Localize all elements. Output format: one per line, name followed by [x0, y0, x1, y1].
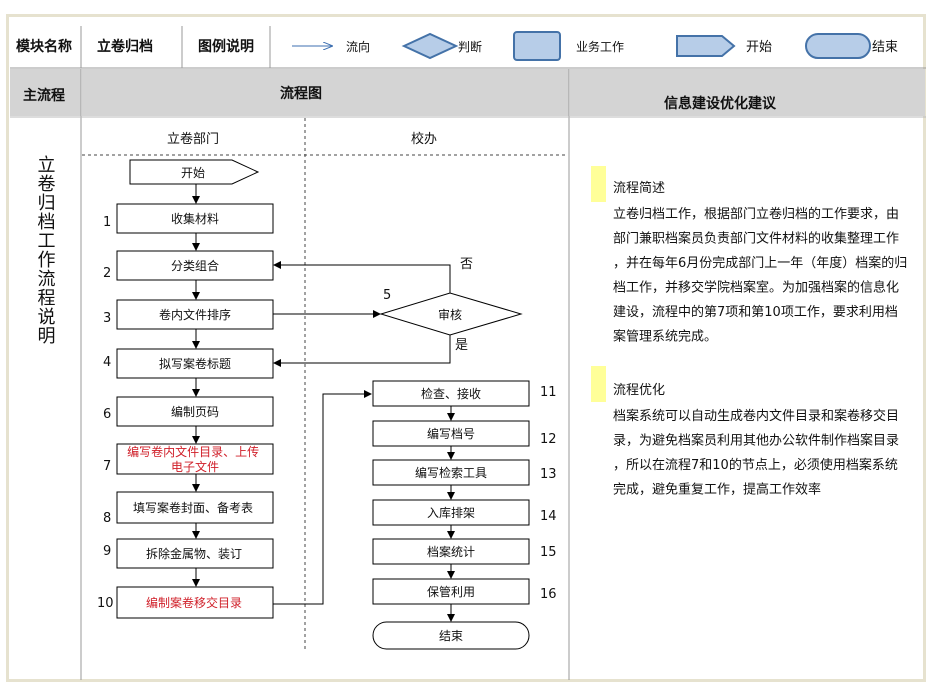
node-step-12	[372, 420, 530, 447]
node-step-9-label: 拆除金属物、装订	[146, 546, 242, 561]
node-step-6-label: 编制页码	[171, 404, 219, 419]
edge-no-label: 否	[460, 257, 473, 272]
legend-flow-text: 流向	[346, 39, 370, 54]
legend-decision-diamond-icon	[401, 32, 459, 60]
step-number-11: 11	[540, 385, 557, 400]
node-step-7	[116, 443, 274, 475]
node-step-16	[372, 578, 530, 605]
node-step-1-label: 收集材料	[171, 211, 219, 226]
node-step-3-label: 卷内文件排序	[159, 307, 231, 322]
column-flowchart: 流程图	[280, 85, 322, 102]
highlight-marker-1	[591, 166, 606, 202]
swimlanes: 立卷部门 校办	[82, 118, 568, 650]
edge-yes-label: 是	[455, 338, 468, 353]
node-step-7-label: 编写卷内文件目录、上传 电子文件	[127, 444, 263, 474]
node-step-2-label: 分类组合	[171, 258, 219, 273]
node-step-14-label: 入库排架	[427, 505, 475, 520]
flow-decision: 审核 5 否 是	[273, 257, 523, 605]
step-number-7: 7	[103, 459, 111, 474]
highlight-marker-2	[591, 366, 606, 402]
lane-right-title: 校办	[411, 131, 437, 147]
node-step-6	[116, 396, 274, 427]
step-number-12: 12	[540, 432, 557, 447]
module-name-label: 模块名称	[16, 38, 72, 55]
node-step-4	[116, 348, 274, 379]
node-step-16-label: 保管利用	[427, 584, 475, 599]
node-end-label: 结束	[439, 629, 463, 643]
flow-right-lane: 检查、接收 11 编写档号 12 编写检索工具 13 入库排架 14 档案统计 …	[372, 380, 557, 650]
advice-section-2-title: 流程优化	[613, 383, 665, 398]
node-step-11	[372, 380, 530, 407]
page-frame	[6, 14, 926, 682]
flow-left-lane: 开始 收集材料 1 分类组合 2 卷内文件排序 3 拟写案卷标题 4 编制页码 …	[97, 159, 274, 619]
node-step-15	[372, 538, 530, 565]
step-number-16: 16	[540, 587, 557, 602]
step-number-9: 9	[103, 544, 111, 559]
node-step-8	[116, 491, 274, 524]
legend-decision-text: 判断	[458, 39, 482, 54]
node-start-label: 开始	[181, 166, 205, 180]
node-start	[129, 159, 260, 185]
advice-section-2-text: 档案系统可以自动生成卷内文件目录和案卷移交目录，为避免档案员利用其他办公软件制作…	[613, 408, 899, 498]
advice-panel: 流程简述 立卷归档工作，根据部门立卷归档的工作要求，由部门兼职档案员负责部门文件…	[591, 166, 907, 498]
legend-end-terminator-icon	[805, 33, 871, 59]
step-number-1: 1	[103, 215, 111, 230]
main-process-title: 立卷归档工作流程说明	[35, 155, 56, 345]
step-number-14: 14	[540, 509, 557, 524]
legend-process-box-icon	[513, 31, 561, 61]
legend-start-text: 开始	[746, 40, 772, 55]
module-name-value: 立卷归档	[97, 38, 153, 55]
node-step-11-label: 检查、接收	[421, 386, 481, 401]
step-number-8: 8	[103, 511, 111, 526]
node-step-9	[116, 538, 274, 569]
step-number-3: 3	[103, 311, 111, 326]
node-step-10-label: 编制案卷移交目录	[146, 595, 242, 610]
node-step-1	[116, 203, 274, 234]
advice-section-1-text: 立卷归档工作，根据部门立卷归档的工作要求，由部门兼职档案员负责部门文件材料的收集…	[613, 206, 907, 345]
node-step-15-label: 档案统计	[427, 544, 475, 559]
node-end	[372, 621, 530, 650]
header-row: 模块名称 立卷归档 图例说明 流向 判断 业务工作 开始 结束	[10, 26, 926, 69]
step-number-6: 6	[103, 407, 111, 422]
legend-end-text: 结束	[872, 40, 898, 55]
step-number-2: 2	[103, 266, 111, 281]
node-decision-label: 审核	[438, 307, 462, 322]
legend-label: 图例说明	[198, 38, 254, 55]
column-advice: 信息建设优化建议	[664, 95, 777, 112]
step-number-5: 5	[383, 288, 391, 303]
legend-start-pentagon-icon	[676, 35, 736, 57]
legend-process-text: 业务工作	[576, 39, 624, 54]
step-number-4: 4	[103, 355, 111, 370]
node-step-13-label: 编写检索工具	[415, 465, 487, 480]
node-step-4-label: 拟写案卷标题	[159, 356, 231, 371]
node-step-8-label: 填写案卷封面、备考表	[133, 500, 253, 515]
node-step-14	[372, 499, 530, 526]
node-step-2	[116, 250, 274, 281]
step-number-15: 15	[540, 545, 557, 560]
node-step-12-label: 编写档号	[427, 426, 475, 441]
node-decision-review	[379, 292, 523, 336]
column-header-row: 主流程 流程图 信息建设优化建议	[10, 69, 926, 680]
column-main-process: 主流程	[23, 87, 65, 104]
node-step-10	[116, 586, 274, 619]
step-number-10: 10	[97, 596, 114, 611]
lane-left-title: 立卷部门	[167, 131, 219, 147]
node-step-3	[116, 299, 274, 330]
advice-section-1-title: 流程简述	[613, 180, 665, 196]
step-number-13: 13	[540, 467, 557, 482]
